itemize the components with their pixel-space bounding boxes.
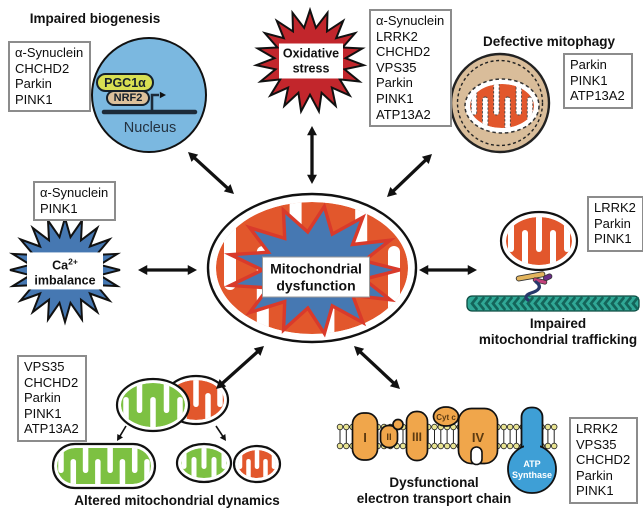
gene-item: LRRK2 xyxy=(576,421,618,436)
gene-item: VPS35 xyxy=(576,436,617,452)
autophagosome-icon xyxy=(449,52,551,154)
small-orange-mitochondrion-icon xyxy=(232,444,282,484)
complex-ii-icon xyxy=(379,424,399,449)
gene-box-calcium: α-Synuclein PINK1 xyxy=(33,181,117,222)
gene-item: CHCHD2 xyxy=(376,44,431,60)
small-green-mitochondrion-icon xyxy=(175,442,233,484)
center-label-line1: Mitochondrial xyxy=(270,260,362,277)
gene-item: ATP13A2 xyxy=(570,88,625,104)
gene-item: Parkin xyxy=(24,390,61,406)
gene-item: PINK1 xyxy=(570,72,608,88)
etc-title: Dysfunctional electron transport chain xyxy=(357,475,512,506)
gene-item: PINK1 xyxy=(15,91,53,107)
gene-item: VPS35 xyxy=(376,59,417,75)
nucleus-label: Nucleus xyxy=(123,120,177,136)
gene-box-dynamics: VPS35 CHCHD2 Parkin PINK1 ATP13A2 xyxy=(17,355,87,442)
arrows-group xyxy=(138,126,477,389)
mitophagy-title: Defective mitophagy xyxy=(482,34,616,49)
gene-box-mitophagy: Parkin PINK1 ATP13A2 xyxy=(563,53,633,109)
calcium-label-line2: imbalance xyxy=(34,273,96,288)
gene-item: α-Synuclein xyxy=(376,13,445,28)
calcium-imbalance-label: Ca2+ imbalance xyxy=(27,252,103,290)
gene-item: Parkin xyxy=(15,76,52,92)
complex-ii-label: II xyxy=(386,432,391,443)
atp-synthase-label-line1: ATP xyxy=(523,459,540,469)
gene-item: CHCHD2 xyxy=(15,60,70,76)
gene-item: Parkin xyxy=(376,75,413,91)
gene-item: PINK1 xyxy=(40,200,78,216)
gene-item: Parkin xyxy=(594,215,631,231)
gene-item: CHCHD2 xyxy=(576,452,631,468)
mitochondrial-dysfunction-label: Mitochondrial dysfunction xyxy=(262,256,370,298)
nrf2-pill: NRF2 xyxy=(106,90,150,106)
trafficking-title-line1: Impaired xyxy=(529,316,587,331)
calcium-label-line1: Ca2+ xyxy=(52,256,78,273)
dynamics-title: Altered mitochondrial dynamics xyxy=(74,493,280,508)
trafficking-mitochondrion-icon xyxy=(499,210,579,272)
gene-item: LRRK2 xyxy=(594,200,636,215)
cytc-icon xyxy=(432,406,460,427)
gene-item: VPS35 xyxy=(24,359,65,374)
gene-item: PINK1 xyxy=(576,483,614,499)
complex-iii-label: III xyxy=(412,430,422,444)
gene-box-etc: LRRK2 VPS35 CHCHD2 Parkin PINK1 xyxy=(569,417,639,504)
complex-iii-icon xyxy=(405,410,429,462)
gene-item: α-Synuclein xyxy=(40,185,109,200)
gene-item: α-Synuclein xyxy=(15,45,84,60)
oxidative-stress-label-line2: stress xyxy=(292,61,330,75)
dynamics-group xyxy=(51,374,282,490)
atp-synthase-label-line2: Synthase xyxy=(512,470,552,480)
motor-protein-icon xyxy=(515,271,553,302)
gene-item: PINK1 xyxy=(376,90,414,106)
trafficking-title: Impaired mitochondrial trafficking xyxy=(479,316,637,347)
gene-item: ATP13A2 xyxy=(376,106,431,122)
mitophagy-mitochondrion-icon xyxy=(464,78,540,134)
oxidative-stress-label: Oxidative stress xyxy=(279,43,343,79)
gene-item: PINK1 xyxy=(594,231,632,247)
gene-box-trafficking: LRRK2 Parkin PINK1 xyxy=(587,196,643,252)
gene-item: PINK1 xyxy=(24,405,62,421)
fused-mitochondrion-left-icon xyxy=(115,377,191,433)
oxidative-stress-label-line1: Oxidative xyxy=(282,46,340,61)
elongated-green-mitochondrion-icon xyxy=(51,442,157,490)
gene-item: LRRK2 xyxy=(376,28,418,44)
etc-title-line1: Dysfunctional xyxy=(389,475,479,490)
gene-box-oxidative-stress: α-Synuclein LRRK2 CHCHD2 VPS35 Parkin PI… xyxy=(369,9,453,128)
transcription-arrow-icon xyxy=(150,91,166,111)
complex-iv-label: IV xyxy=(472,430,485,445)
gene-item: ATP13A2 xyxy=(24,421,79,437)
etc-title-line2: electron transport chain xyxy=(356,490,512,506)
ubiquinone-icon xyxy=(392,418,404,431)
trafficking-group xyxy=(466,210,640,312)
gene-item: CHCHD2 xyxy=(24,374,79,390)
complex-i-label: I xyxy=(363,430,367,445)
gene-item: Parkin xyxy=(576,467,613,483)
atp-synthase-icon xyxy=(507,406,557,494)
svg-text-layer: I II III IV Cyt c ATP Synthase xyxy=(363,413,552,480)
gene-item: Parkin xyxy=(570,57,607,72)
cytc-label: Cyt c xyxy=(436,413,456,422)
gene-box-biogenesis: α-Synuclein CHCHD2 Parkin PINK1 xyxy=(8,41,92,113)
center-label-line2: dysfunction xyxy=(276,277,356,293)
etc-group xyxy=(336,406,558,494)
microtubule-icon xyxy=(466,295,640,312)
biogenesis-title: Impaired biogenesis xyxy=(29,11,161,26)
trafficking-title-line2: mitochondrial trafficking xyxy=(478,331,638,347)
complex-i-icon xyxy=(351,412,379,461)
